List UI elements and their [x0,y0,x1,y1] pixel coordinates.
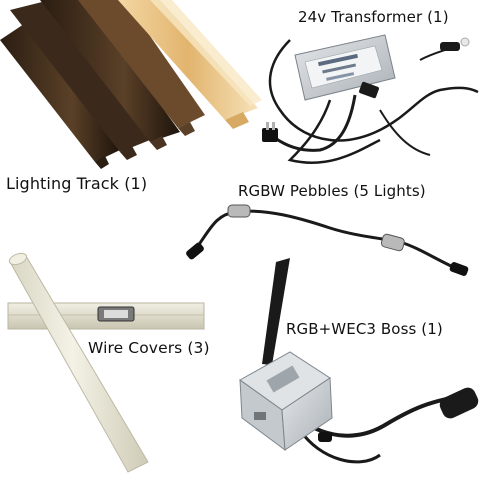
boss-enclosure-front [281,377,333,451]
boss-port [254,412,266,420]
track-rail-gold [118,0,258,120]
track-end-cap [95,156,109,169]
transformer-plug-prong [272,122,275,130]
lighting-track-illustration [0,0,262,169]
transformer-output-connector [440,42,460,51]
pebbles-connector [449,262,469,276]
transformer-plug-prong [266,122,269,130]
boss-cable-connector [439,387,479,419]
transformer-illustration [262,34,479,164]
wire-cover-tube-end [8,252,28,266]
transformer-connector [359,81,379,99]
track-rail-1 [0,20,120,162]
boss-controller-label: RGB+WEC3 Boss (1) [286,320,443,338]
transformer-cable [287,99,381,164]
track-rail-4 [78,0,205,128]
track-end-cap [225,112,249,129]
wire-covers-illustration [7,252,205,473]
track-rail-3 [40,0,180,142]
transformer-cable [379,109,431,156]
track-rail-2 [10,0,150,152]
pebbles-connector [186,242,204,260]
rgbw-pebbles-illustration [186,204,469,276]
boss-cable-connector [318,432,332,442]
wire-cover-clip-window [104,310,128,318]
transformer-plug [262,128,278,142]
lighting-track-label: Lighting Track (1) [6,174,148,193]
track-end-cap [150,136,167,150]
boss-controller-illustration [239,258,479,464]
transformer-cable [268,39,479,142]
transformer-label: 24v Transformer (1) [298,8,449,26]
boss-circuit-board [266,365,300,393]
track-end-cap [120,146,137,160]
transformer-sticker-text [318,53,358,67]
pebbles-light [227,204,251,218]
transformer-cable [274,94,357,152]
track-end-cap [178,122,195,136]
wire-cover-tube [9,255,149,473]
transformer-sticker-text [326,72,355,81]
boss-antenna [262,258,290,365]
boss-cable [298,429,381,464]
rgbw-pebbles-label: RGBW Pebbles (5 Lights) [238,182,426,200]
track-rail-highlight [150,0,262,106]
wire-covers-label: Wire Covers (3) [88,339,210,357]
pebbles-cable [193,209,461,272]
transformer-sticker-text [322,63,357,74]
transformer-led [460,37,470,47]
pebbles-light [380,233,405,252]
